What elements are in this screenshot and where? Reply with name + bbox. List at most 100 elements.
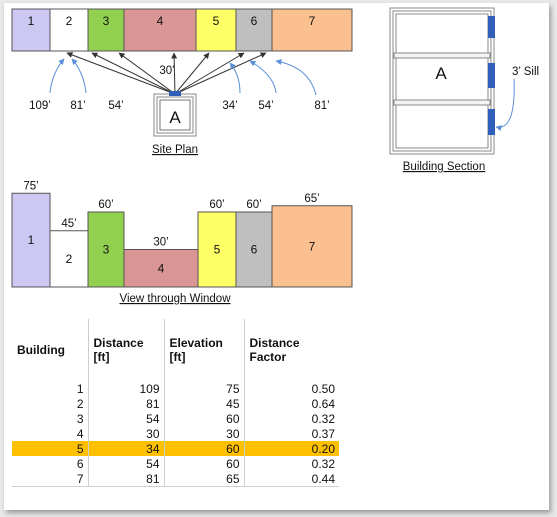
site-building-label: 1 [28,14,35,28]
window-view-height-label-4: 30’ [153,237,168,249]
cell-building: 5 [12,441,89,456]
site-building-label: 3 [103,14,110,28]
cell-building: 3 [12,411,89,426]
cell-elevation: 30 [164,426,245,441]
cell-elevation: 60 [164,456,245,471]
sight-line-5 [174,52,210,95]
distance-label-4: 30’ [159,65,174,77]
observer-window-icon [169,91,181,96]
window-view-height-label-5: 60’ [209,199,224,211]
cell-building: 1 [12,381,89,396]
observer-label: A [169,108,181,127]
col-header-distance-factor: Distance Factor [249,336,300,364]
distance-callout-arrows [49,58,317,96]
site-plan-caption: Site Plan [152,144,198,156]
window-view-building-6 [235,211,273,288]
sight-line-2 [91,52,176,95]
cell-building: 2 [12,396,89,411]
window-view-building-label: 6 [251,243,258,257]
window-middle [488,63,495,88]
cell-distance: 54 [88,411,165,426]
col-header-elevation: Elevation [ft] [164,319,245,381]
distance-label-1: 109’ [29,100,51,112]
building-section: A 3’ Sill Building Section [389,7,539,173]
sill-callout-arrow [495,78,515,131]
observer-building: A [153,91,197,137]
window-view-height-label-6: 60’ [246,199,261,211]
site-building-2 [49,8,89,52]
window-view-building-label: 3 [103,243,110,257]
site-building-label: 7 [309,14,316,28]
cell-distance-factor: 0.32 [311,411,335,426]
window-view-building-3 [87,211,125,288]
window-view-caption: View through Window [119,293,231,305]
cell-distance: 34 [88,441,165,456]
sight-line-4 [171,52,178,95]
window-view-height-labels: 75’ 45’ 60’ 30’ 60’ 60’ 65’ [23,180,319,248]
site-building-label: 5 [213,14,220,28]
window-lower [488,109,495,135]
building-section-caption: Building Section [403,161,485,173]
distance-label-6: 54’ [258,100,273,112]
site-building-label: 2 [66,14,73,28]
window-view-building-label: 1 [28,233,35,247]
cell-distance-factor: 0.20 [244,441,339,456]
window-view-height-label-1: 75’ [23,180,38,192]
cell-distance: 81 [88,471,165,487]
cell-distance: 109 [88,381,165,396]
floor-slab-lower [393,99,491,106]
cell-distance-factor: 0.64 [311,396,335,411]
window-view-height-label-2: 45’ [61,218,76,230]
site-building-6 [235,8,273,52]
section-room-label: A [435,64,447,83]
window-view-building-5 [197,211,237,288]
window-view-building-7 [271,205,353,288]
callout-arrow-5 [229,62,241,94]
sight-line-3 [118,52,176,95]
window-view-building-label: 4 [158,261,165,275]
distance-factor-table-wrap: Building Distance [ft] Elevation [ft] Di… [12,319,339,487]
site-building-7 [271,8,353,52]
sight-line-6 [174,52,245,95]
site-building-label: 4 [157,14,164,28]
cell-elevation: 45 [164,396,245,411]
distance-label-5: 34’ [222,100,237,112]
window-view-height-label-7: 65’ [304,193,319,205]
table-header-row: Building Distance [ft] Elevation [ft] Di… [12,319,339,381]
cell-elevation: 65 [164,471,245,487]
cell-distance-factor: 0.50 [311,381,335,396]
cell-distance: 30 [88,426,165,441]
site-building-3 [87,8,125,52]
sill-label: 3’ Sill [512,66,539,78]
window-view-height-label-3: 60’ [98,199,113,211]
cell-elevation: 75 [164,381,245,396]
cell-distance: 81 [88,396,165,411]
distance-label-2: 81’ [70,100,85,112]
col-header-distance: Distance [ft] [88,319,165,381]
window-view-building-4 [123,249,199,288]
sight-lines [66,52,267,95]
distance-labels: 109’81’54’30’34’54’81’ [29,65,330,112]
cell-distance: 54 [88,456,165,471]
callout-arrow-2 [71,58,87,94]
window-view-building-label: 7 [309,239,316,253]
distance-label-3: 54’ [108,100,123,112]
cell-distance-factor: 0.44 [244,471,339,487]
cell-elevation: 60 [164,441,245,456]
site-plan-buildings: 1 2 3 4 5 6 7 [11,8,353,52]
site-building-label: 6 [251,14,258,28]
window-view-building-label: 5 [214,243,221,257]
window-upper [488,16,495,38]
cell-building: 4 [12,426,89,441]
site-building-1 [11,8,51,52]
